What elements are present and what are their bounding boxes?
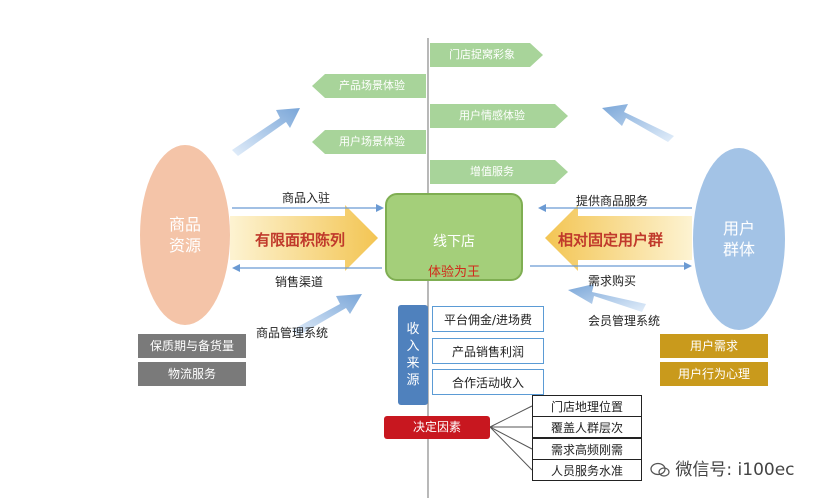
diagonal-arrow — [232, 108, 300, 156]
diagonal-arrow — [602, 104, 674, 142]
product-resources-label: 商品 资源 — [168, 215, 201, 255]
income-item: 产品销售利润 — [432, 338, 544, 364]
factor-connectors — [489, 405, 533, 471]
user-groups-ellipse: 用户 群体 — [693, 148, 785, 330]
arrowhead — [538, 204, 546, 212]
watermark-text: 微信号: i100ec — [675, 460, 795, 480]
decision-factors-label: 决定因素 — [384, 416, 490, 439]
product-management-caption: 商品管理系统 — [256, 326, 329, 340]
flag-label: 增值服务 — [470, 165, 514, 178]
diagonal-arrow — [292, 294, 362, 336]
left-big-arrow — [230, 205, 378, 271]
income-item: 合作活动收入 — [432, 369, 544, 395]
note-tag: 保质期与备货量 — [138, 334, 246, 358]
flag-shape — [312, 130, 426, 154]
member-management-caption: 会员管理系统 — [588, 314, 661, 328]
factor-item: 人员服务水准 — [532, 459, 642, 481]
center-subtitle: 体验为王 — [427, 265, 480, 280]
flag-label: 用户场景体验 — [339, 135, 405, 148]
flag-label: 产品场景体验 — [339, 79, 405, 92]
flag-shape — [430, 104, 568, 128]
flag-label: 用户情感体验 — [459, 109, 525, 122]
factor-item: 需求高频刚需 — [532, 438, 642, 460]
right-top-label: 提供商品服务 — [576, 194, 649, 208]
left-arrow-text: 有限面积陈列 — [255, 231, 346, 249]
left-bottom-label: 销售渠道 — [275, 275, 324, 289]
flag-shape — [430, 43, 543, 67]
factor-item: 覆盖人群层次 — [532, 416, 642, 438]
diagonal-arrow — [568, 284, 646, 312]
user-groups-label: 用户 群体 — [722, 219, 755, 259]
watermark: 微信号: i100ec — [650, 455, 795, 480]
note-tag: 物流服务 — [138, 362, 246, 386]
note-tag: 用户需求 — [660, 334, 768, 358]
right-big-arrow — [545, 205, 692, 271]
offline-store-box: 线下店 体验为王 — [385, 193, 523, 281]
right-bottom-label: 需求购买 — [588, 274, 637, 288]
arrowhead — [684, 262, 692, 270]
factor-item: 门店地理位置 — [532, 395, 642, 417]
arrowhead — [232, 264, 240, 272]
left-top-label: 商品入驻 — [282, 191, 331, 205]
income-source-label: 收入来源 — [398, 305, 428, 405]
wechat-icon — [650, 462, 670, 478]
income-source-text: 收入来源 — [406, 322, 420, 388]
center-title: 线下店 — [433, 234, 475, 250]
arrowhead — [376, 204, 384, 212]
note-tag: 用户行为心理 — [660, 362, 768, 386]
right-arrow-text: 相对固定用户群 — [558, 231, 664, 249]
income-item: 平台佣金/进场费 — [432, 306, 544, 332]
product-resources-ellipse: 商品 资源 — [140, 145, 230, 325]
flag-shape — [312, 74, 426, 98]
flag-shape — [430, 160, 568, 184]
flag-label: 门店捉窝彩象 — [449, 48, 515, 61]
